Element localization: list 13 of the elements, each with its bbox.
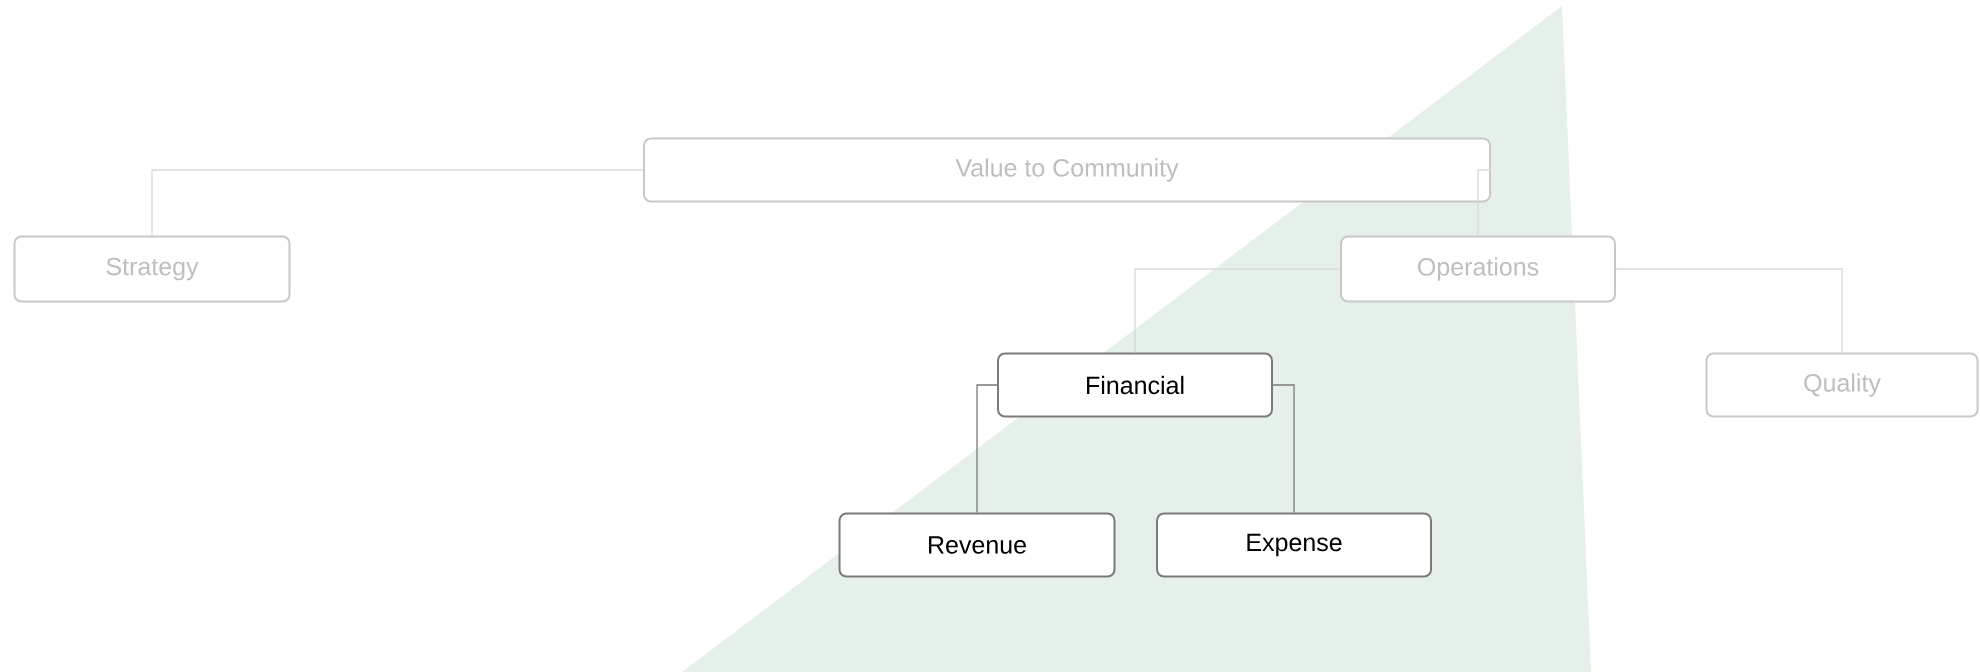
connector [1477, 169, 1492, 237]
connector [1134, 268, 1341, 354]
box: Value to Community [643, 137, 1491, 203]
connector [1615, 268, 1843, 354]
box: Strategy [13, 235, 291, 303]
connector [151, 169, 644, 237]
box: Operations [1340, 235, 1616, 303]
box: Financial [997, 352, 1273, 418]
connector [1272, 384, 1295, 514]
box: Quality [1705, 352, 1979, 418]
box: Expense [1156, 512, 1432, 578]
connector [976, 384, 998, 514]
box: Revenue [838, 512, 1116, 578]
